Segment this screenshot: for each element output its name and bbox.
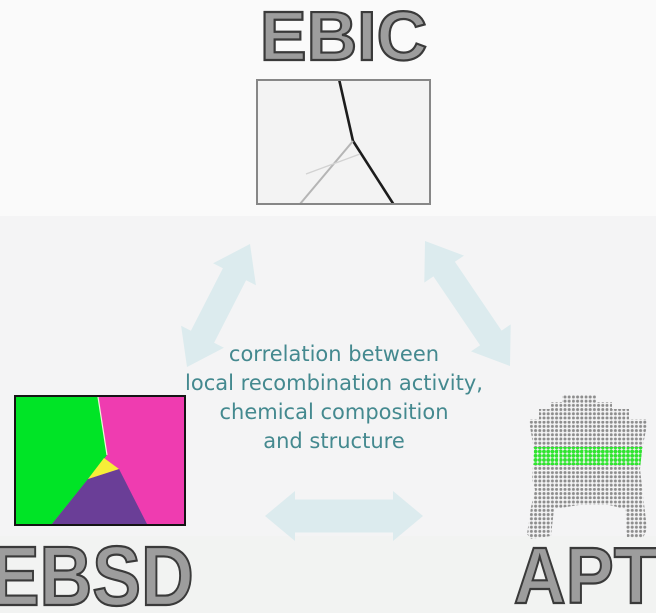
apt-image — [521, 395, 651, 543]
ebsd-orientation-map-icon — [16, 397, 184, 524]
ebsd-green-grain — [16, 397, 107, 524]
ebsd-grain-boundary-line — [97, 397, 108, 456]
ebic-grain-boundary-map-icon — [299, 81, 395, 203]
apt-gray-atoms — [527, 395, 647, 539]
ebsd-yellow-grain — [88, 458, 119, 479]
label-ebsd: EBSD — [0, 528, 195, 613]
caption-line-2: local recombination activity, — [185, 371, 483, 395]
apt-green-solute-band — [527, 447, 647, 465]
grain-boundary-dark-line — [338, 81, 395, 203]
grain-boundary-gray-line — [299, 140, 354, 203]
caption-line-3: chemical composition — [219, 400, 449, 424]
ebsd-purple-grain — [52, 469, 147, 524]
ebsd-image — [14, 395, 186, 526]
label-ebic: EBIC — [259, 0, 428, 75]
caption-line-4: and structure — [263, 429, 405, 453]
background-bottom — [0, 536, 656, 613]
caption-line-1: correlation between — [228, 342, 440, 366]
apt-atom-map-icon — [527, 395, 647, 539]
label-apt: APT — [513, 531, 656, 613]
grain-boundary-faint-line — [305, 153, 361, 175]
ebic-image — [256, 79, 431, 205]
apt-texture-streaks — [529, 395, 647, 505]
center-caption: correlation between local recombination … — [168, 340, 500, 456]
